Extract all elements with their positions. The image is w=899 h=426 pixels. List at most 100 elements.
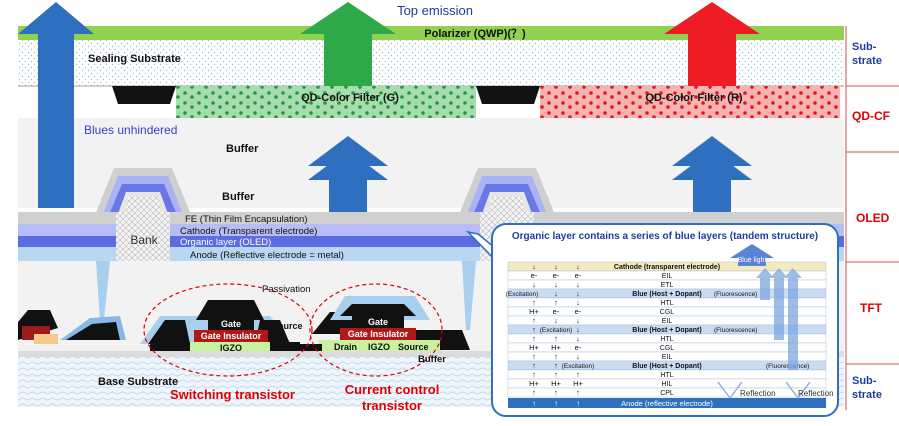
buffer-label-3: Buffer <box>418 354 446 365</box>
current-control-ellipse <box>309 283 443 377</box>
black-matrix-left <box>112 86 176 104</box>
inset-anode-label: Anode (reflective electrode) <box>621 399 713 408</box>
current-control-label-1: Current control <box>345 382 440 397</box>
reflection-label-1: Reflection <box>740 389 776 398</box>
gate-label-left: Gate <box>221 319 241 329</box>
side-substrate-bot-2: strate <box>852 389 882 401</box>
switching-transistor-stack <box>18 300 300 352</box>
inset-carrier-3: ↓ <box>576 262 580 271</box>
current-control-label-2: transistor <box>362 398 422 413</box>
qd-filter-green-label: QD-Color Filter (G) <box>301 92 399 104</box>
side-substrate-top-1: Sub- <box>852 41 877 53</box>
inset-row-bg <box>507 387 827 398</box>
inset-carrier-1: ↓ <box>532 262 536 271</box>
inset-carrier-3: ↑ <box>576 388 580 397</box>
base-substrate-label: Base Substrate <box>98 376 178 388</box>
gate-electrode-right <box>352 316 404 328</box>
inset-carrier-2: ↓ <box>554 289 558 298</box>
inset-layer-name: CGL <box>660 309 675 316</box>
inset-carrier-2: ↑ <box>554 370 558 379</box>
side-bracket <box>845 26 899 410</box>
inset-carrier-1: ↑ <box>532 352 536 361</box>
side-tft: TFT <box>860 301 883 315</box>
side-oled: OLED <box>856 211 890 225</box>
inset-carrier-2: (Excitation) <box>540 327 573 334</box>
inset-layer-note: (Fluorescence) <box>766 363 809 370</box>
current-control-transistor-stack <box>300 296 470 352</box>
inset-carrier-2: H+ <box>551 379 561 388</box>
blue-light-arrow <box>730 244 774 266</box>
qd-filter-green <box>176 86 476 118</box>
inset-title: Organic layer contains a series of blue … <box>512 231 818 242</box>
red-arrow <box>664 2 760 86</box>
igzo-label-left: IGZO <box>220 343 242 353</box>
inset-layer-name: EIL <box>662 273 673 280</box>
buffer-label-1: Buffer <box>226 143 259 155</box>
inset-carrier-3: ↓ <box>576 352 580 361</box>
gate-electrode-left <box>208 318 254 330</box>
inset-layer-note: (Fluorescence) <box>714 327 757 334</box>
inset-layer-name: Blue (Host + Dopant) <box>632 327 701 334</box>
inset-carrier-1: e- <box>531 271 538 280</box>
inset-layer-name: ETL <box>661 282 674 289</box>
inset-carrier-1: ↑ <box>532 325 536 334</box>
inset-layer-name: EIL <box>662 354 673 361</box>
black-matrix-middle <box>476 86 540 104</box>
gate-insulator-left <box>194 330 268 342</box>
side-substrate-top-2: strate <box>852 55 882 67</box>
inset-carrier-3: ↓ <box>576 316 580 325</box>
inset-carrier-1: ↑ <box>532 361 536 370</box>
fe-layer <box>18 212 844 224</box>
source-label-right: Source <box>398 342 429 352</box>
gate-insulator-right <box>340 328 416 340</box>
inset-anode-arrow-2: ↑ <box>554 399 558 408</box>
sealing-substrate-label: Sealing Substrate <box>88 53 181 65</box>
tft-buffer-line <box>18 351 844 357</box>
organic-label: Organic layer (OLED) <box>180 237 271 248</box>
inset-anode-arrow-3: ↑ <box>576 399 580 408</box>
blue-arrow-tall <box>18 2 94 208</box>
inset-carrier-1: H+ <box>529 343 539 352</box>
inset-layer-name: Blue (Host + Dopant) <box>632 363 701 370</box>
gate-insulator-label-left: Gate Insulator <box>201 331 262 341</box>
polarizer-layer <box>18 26 844 40</box>
inset-layer-name: CPL <box>660 390 674 397</box>
inset-carrier-1: ↑ <box>532 298 536 307</box>
inset-carrier-2: ↑ <box>554 298 558 307</box>
anode-label: Anode (Reflective electrode = metal) <box>190 250 344 261</box>
inset-carrier-2: ↓ <box>554 280 558 289</box>
inset-carrier-3: e- <box>575 343 582 352</box>
inset-carrier-3: e- <box>575 307 582 316</box>
inset-layer-name: HIL <box>662 381 673 388</box>
inset-carrier-1: ↑ <box>532 388 536 397</box>
side-qdcf: QD-CF <box>852 109 890 123</box>
inset-carrier-3: H+ <box>573 379 583 388</box>
inset-anode-bar <box>508 398 826 408</box>
blue-light-label: Blue light <box>738 257 767 264</box>
gate-label-right: Gate <box>368 317 388 327</box>
bank-label: Bank <box>130 233 158 247</box>
cathode-label: Cathode (Transparent electrode) <box>180 226 317 237</box>
inset-carrier-3: e- <box>575 271 582 280</box>
drain-label-left: Drain <box>162 321 185 331</box>
inset-carrier-2: ↓ <box>554 262 558 271</box>
inset-carrier-3: (Excitation) <box>562 363 595 370</box>
fe-label: FE (Thin Film Encapsulation) <box>185 214 307 225</box>
inset-carrier-2: H+ <box>551 343 561 352</box>
inset-carrier-3: ↓ <box>576 334 580 343</box>
side-substrate-bot-1: Sub- <box>852 375 877 387</box>
buffer-label-2: Buffer <box>222 191 255 203</box>
reflection-mark-2 <box>785 381 811 399</box>
inset-layer-name: Cathode (transparent electrode) <box>614 264 720 271</box>
inset-carrier-3: ↓ <box>576 280 580 289</box>
top-emission-label: Top emission <box>397 3 473 18</box>
inset-layer-name: Blue (Host + Dopant) <box>632 291 701 298</box>
source-label-left: Source <box>272 321 303 331</box>
qd-filter-red <box>540 86 840 118</box>
inset-carrier-2: ↓ <box>554 316 558 325</box>
igzo-label-right: IGZO <box>368 342 390 352</box>
blues-unhindered-label: Blues unhindered <box>84 123 177 137</box>
inset-light-arrows <box>756 268 802 370</box>
inset-layer-name: HTL <box>660 300 673 307</box>
